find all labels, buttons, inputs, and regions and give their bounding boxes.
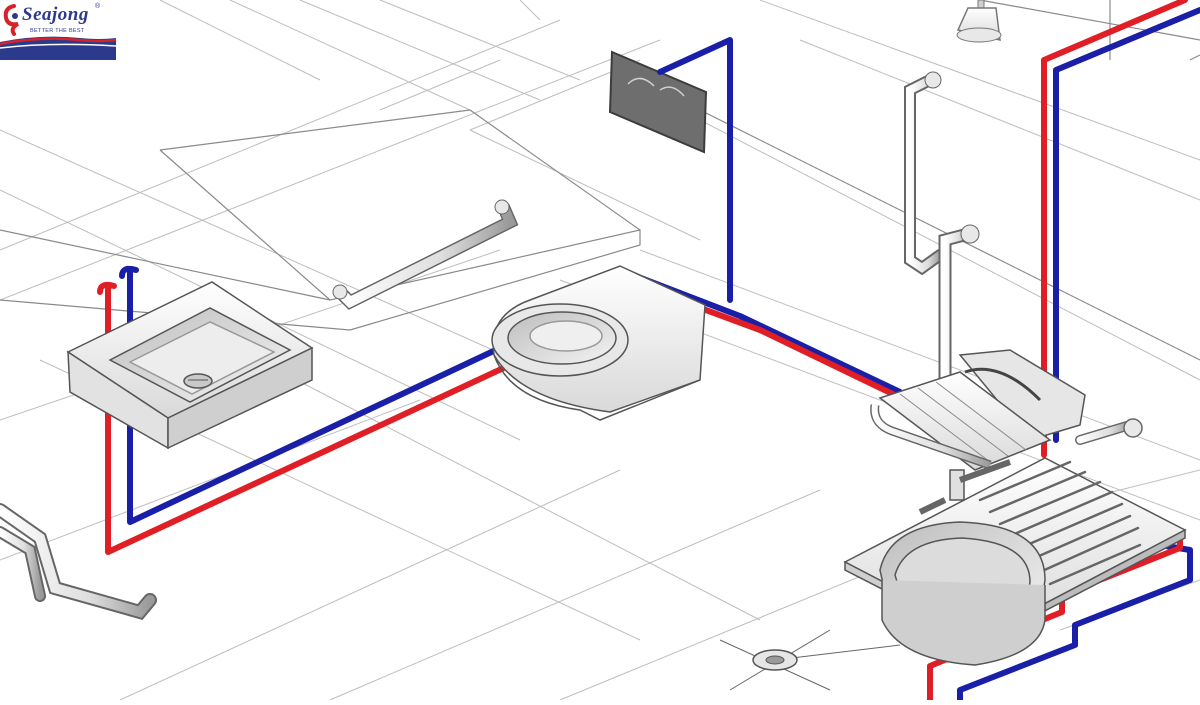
sink-faucet [918,459,1012,515]
drainboard-slots [978,460,1142,586]
registered-mark: ® [95,3,101,10]
shower-head [956,0,1002,43]
brand-wave [0,36,117,60]
basin-drain [183,373,213,389]
folding-shower-seat [870,349,1143,471]
wall-hung-washbasin [66,281,314,450]
grab-bar-floor [0,503,157,620]
wall-counter-slab [0,109,641,331]
wall-hung-toilet [491,265,706,421]
brand-logo: Seajong ® BETTER THE BEST [0,0,118,60]
pipe-caps [97,265,139,295]
flush-plate [608,50,708,154]
kitchen-sink [843,457,1187,666]
brand-name: Seajong [22,4,89,25]
grab-bar-counter [332,199,519,310]
floor-drain [719,629,901,691]
brand-tagline: BETTER THE BEST [30,28,85,34]
brand-mark-icon [3,4,19,36]
